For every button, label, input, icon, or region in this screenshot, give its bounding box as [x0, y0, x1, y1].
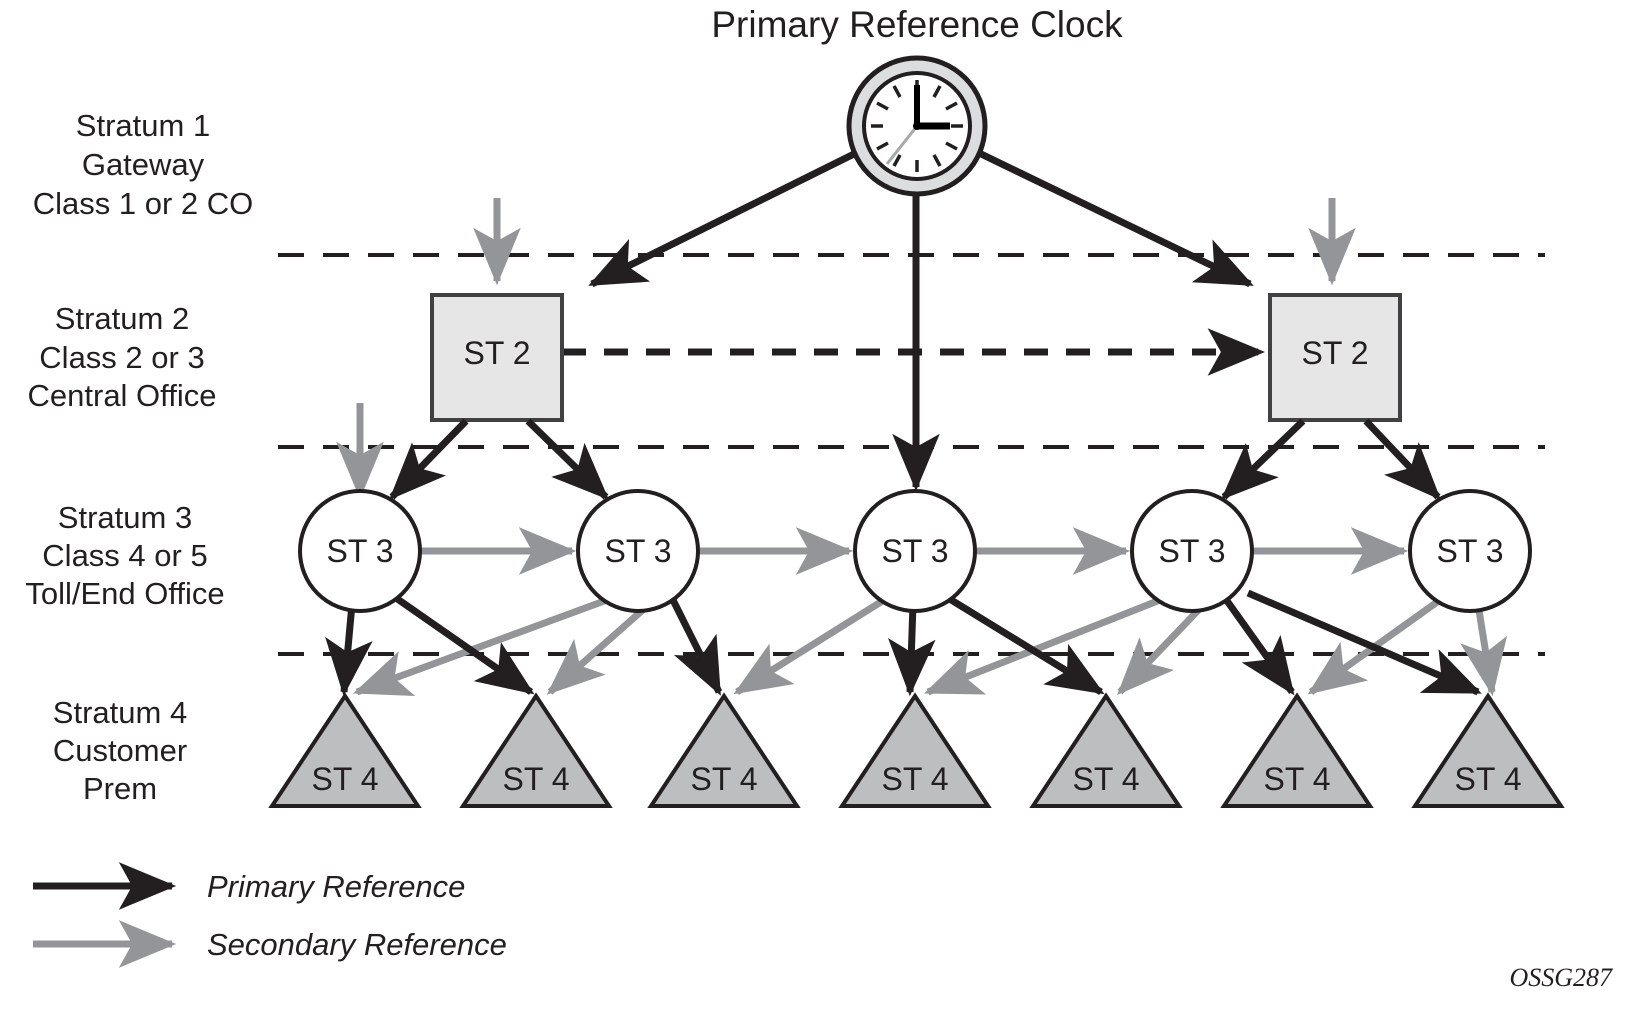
st4-3-shape[interactable]: [647, 692, 801, 808]
stratum-1-line-3: Class 1 or 2 CO: [33, 186, 254, 221]
node-st4-3[interactable]: ST 4: [647, 692, 801, 808]
edge-primary-st3-3-to-st4-4: [888, 603, 936, 697]
legend-secondary-label: Secondary Reference: [207, 927, 507, 962]
stratum-3-line-1: Stratum 3: [58, 500, 192, 535]
legend: Primary Reference Secondary Reference: [33, 862, 507, 968]
st3-4-label: ST 3: [1159, 533, 1226, 569]
edge-secondary-st3-4-to-st4-5: [1117, 597, 1211, 696]
legend-item-secondary: Secondary Reference: [33, 920, 507, 968]
st4-6-shape[interactable]: [1220, 692, 1374, 808]
node-st3-3[interactable]: ST 3: [853, 489, 977, 613]
stratum-1-line-1: Stratum 1: [76, 108, 210, 143]
stratum-label-stratum-4: Stratum 4 Customer Prem: [53, 695, 187, 806]
edge-secondary-st3-4-to-st4-4: [924, 596, 1162, 696]
st4-5-shape[interactable]: [1029, 692, 1183, 808]
stratum-3-line-3: Toll/End Office: [25, 576, 224, 611]
stratum-4-line-2: Customer: [53, 733, 187, 768]
stratum-label-stratum-1: Stratum 1 Gateway Class 1 or 2 CO: [33, 108, 254, 221]
stratum-2-line-1: Stratum 2: [55, 301, 189, 336]
edge-primary-st3-4-to-st4-6: [1222, 595, 1295, 696]
st4-5-label: ST 4: [1073, 761, 1140, 797]
node-st3-5[interactable]: ST 3: [1408, 489, 1532, 613]
st3-3-shape[interactable]: [853, 489, 977, 613]
st3-5-shape[interactable]: [1408, 489, 1532, 613]
node-st4-2[interactable]: ST 4: [459, 692, 613, 808]
edge-st2-1-to-st3-2: [525, 418, 610, 500]
st2-2-label: ST 2: [1302, 335, 1369, 371]
node-st3-4[interactable]: ST 3: [1130, 489, 1254, 613]
legend-primary-label: Primary Reference: [207, 869, 465, 904]
edge-secondary-st3-3-to-st4-3: [733, 597, 886, 695]
edge-st2-1-to-st3-1: [389, 418, 469, 501]
node-st4-7[interactable]: ST 4: [1411, 692, 1565, 808]
page-title: Primary Reference Clock: [711, 4, 1123, 45]
st4-4-shape[interactable]: [838, 692, 992, 808]
stratum-1-line-2: Gateway: [82, 147, 205, 182]
node-st4-6[interactable]: ST 4: [1220, 692, 1374, 808]
st3-1-shape[interactable]: [298, 489, 422, 613]
stratum-2-line-3: Central Office: [28, 378, 217, 413]
st4-7-label: ST 4: [1455, 761, 1522, 797]
legend-item-primary: Primary Reference: [33, 862, 465, 910]
st4-1-shape[interactable]: [268, 692, 422, 808]
analog-clock-icon: [846, 55, 988, 197]
edge-primary-st3-4-to-st4-7: [1246, 589, 1482, 696]
st3-4-shape[interactable]: [1130, 489, 1254, 613]
node-st3-2[interactable]: ST 3: [576, 489, 700, 613]
edge-primary-st3-1-to-st4-1: [325, 603, 373, 697]
stratum-label-stratum-3: Stratum 3 Class 4 or 5 Toll/End Office: [25, 500, 224, 611]
st4-2-shape[interactable]: [459, 692, 613, 808]
edge-clock-to-st2-right: [975, 148, 1254, 288]
edge-secondary-st3-2-to-st4-2: [546, 597, 657, 695]
st4-4-label: ST 4: [882, 761, 949, 797]
node-st4-5[interactable]: ST 4: [1029, 692, 1183, 808]
st4-7-shape[interactable]: [1411, 692, 1565, 808]
st4-1-label: ST 4: [312, 761, 379, 797]
st3-1-label: ST 3: [327, 533, 394, 569]
st2-2-shape[interactable]: [1268, 293, 1402, 422]
node-st4-1[interactable]: ST 4: [268, 692, 422, 808]
node-st4-4[interactable]: ST 4: [838, 692, 992, 808]
stratum-label-stratum-2: Stratum 2 Class 2 or 3 Central Office: [28, 301, 217, 413]
stratum-2-line-2: Class 2 or 3: [39, 340, 204, 375]
edge-primary-st3-3-to-st4-5: [946, 595, 1105, 695]
figure-identifier: OSSG287: [1509, 963, 1613, 992]
edge-st2-2-to-st3-4: [1220, 418, 1306, 500]
node-st2-1[interactable]: ST 2: [430, 293, 564, 422]
stratum-4-line-1: Stratum 4: [53, 695, 187, 730]
st3-2-shape[interactable]: [576, 489, 700, 613]
edge-primary-st3-2-to-st4-3: [668, 596, 723, 696]
st2-1-label: ST 2: [464, 335, 531, 371]
edge-clock-to-st2-left: [588, 148, 860, 288]
st4-2-label: ST 4: [503, 761, 570, 797]
st3-3-label: ST 3: [882, 533, 949, 569]
stratum-4-line-3: Prem: [83, 771, 157, 806]
st4-6-label: ST 4: [1264, 761, 1331, 797]
st4-3-label: ST 4: [691, 761, 758, 797]
stratum-3-line-2: Class 4 or 5: [42, 538, 207, 573]
edge-secondary-st3-5-to-st4-7: [1460, 603, 1508, 697]
st3-5-label: ST 3: [1437, 533, 1504, 569]
st2-1-shape[interactable]: [430, 293, 564, 422]
node-st2-2[interactable]: ST 2: [1268, 293, 1402, 422]
st3-2-label: ST 3: [605, 533, 672, 569]
node-st3-1[interactable]: ST 3: [298, 489, 422, 613]
edge-st2-2-to-st3-5: [1363, 418, 1441, 501]
edge-primary-st3-1-to-st4-2: [394, 595, 535, 695]
